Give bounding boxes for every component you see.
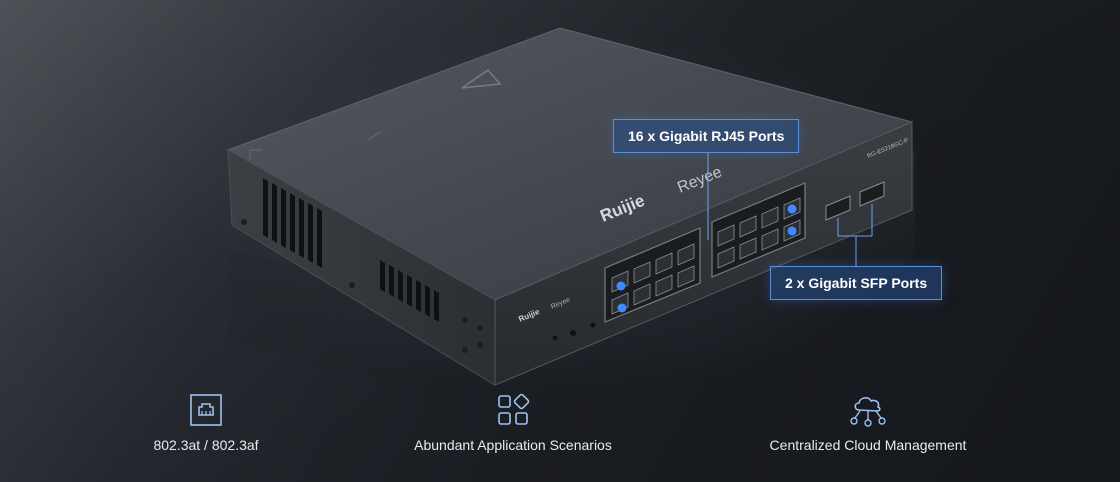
corner-mark [249,149,262,160]
feature-label: Abundant Application Scenarios [414,437,612,453]
feature-label: 802.3at / 802.3af [153,437,259,453]
feature-cloud: Centralized Cloud Management [748,393,988,453]
sfp-ports [825,181,885,221]
screw [477,342,483,348]
led-switch [570,330,576,336]
screw [462,347,468,353]
screw [241,219,247,225]
rj45-ports-left [611,243,695,315]
switch-front-face [494,121,913,386]
screw [462,317,468,323]
cloud-network-icon [850,397,886,427]
ethernet-port-icon [190,394,222,426]
reset-button [552,335,558,341]
feature-label: Centralized Cloud Management [769,437,967,453]
screw [477,325,483,331]
app-grid-icon [498,393,530,425]
screw [349,282,355,288]
rj45-ports-callout: 16 x Gigabit RJ45 Ports [613,119,800,153]
mode-button [590,322,596,328]
vent-slots [263,178,439,322]
top-triangle-mark [461,68,502,89]
feature-applications: Abundant Application Scenarios [393,393,633,453]
corner-mark [367,131,381,141]
sfp-ports-callout: 2 x Gigabit SFP Ports [770,266,943,300]
rj45-ports-right [717,197,801,269]
rj45-block-right [711,182,806,278]
feature-poe: 802.3at / 802.3af [120,393,292,453]
rj45-block-left [604,227,701,323]
callout-line-sfp [837,218,857,266]
